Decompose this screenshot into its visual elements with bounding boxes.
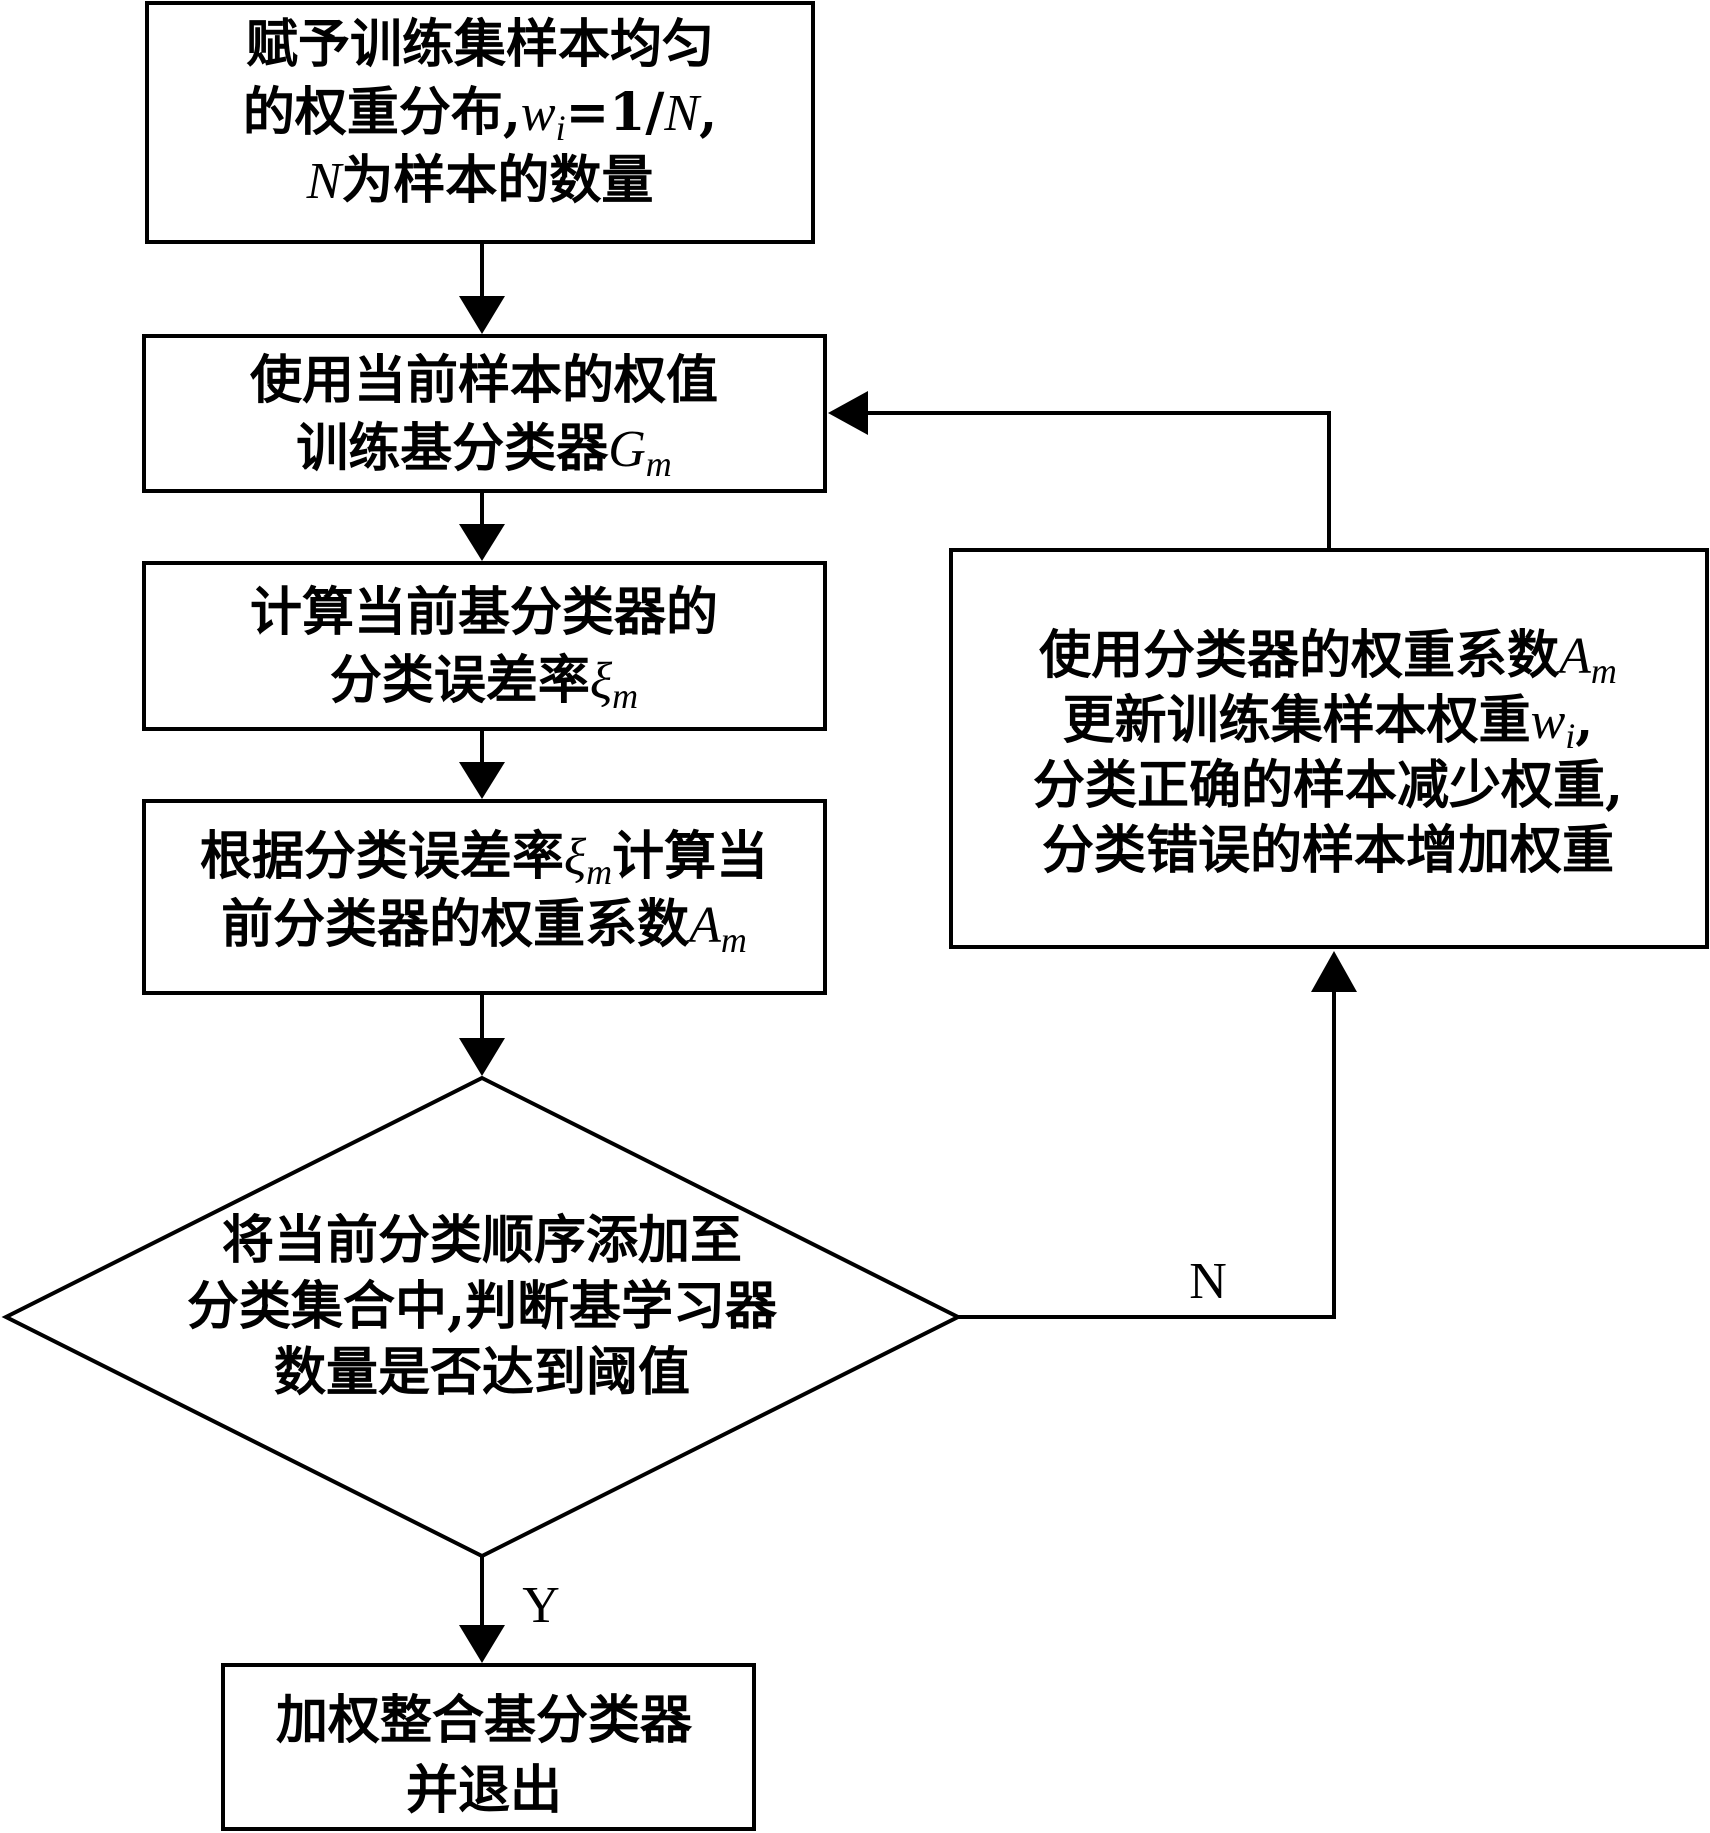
text-segment: 加权整合基分类器 <box>276 1690 693 1751</box>
arrowhead-down <box>459 296 505 334</box>
text-segment: 分类误差率 <box>330 650 590 711</box>
text-line: 并退出 <box>406 1760 562 1821</box>
italic-symbol: G <box>608 421 646 478</box>
train-text: 使用当前样本的权值训练基分类器Gm <box>249 350 718 484</box>
text-segment: 将当前分类顺序添加至 <box>222 1210 742 1271</box>
text-segment: 并退出 <box>406 1760 562 1821</box>
init-box <box>145 1 815 244</box>
text-line: 分类误差率ξm <box>330 650 638 716</box>
arrowhead-down <box>459 762 505 799</box>
weight-coef-text: 根据分类误差率ξm计算当前分类器的权重系数Am <box>200 826 768 960</box>
connectors <box>480 242 1336 1629</box>
text-line: 分类集合中,判断基学习器 <box>187 1276 778 1337</box>
text-segment: 根据分类误差率 <box>200 826 564 887</box>
italic-symbol: ξ <box>564 829 587 886</box>
text-line: 前分类器的权重系数Am <box>221 894 747 960</box>
arrowhead-down <box>459 1625 505 1663</box>
text-segment: 赋予训练集样本均匀 <box>246 14 714 75</box>
text-segment: 使用分类器的权重系数 <box>1038 625 1559 686</box>
final-box <box>221 1663 756 1831</box>
edge-label-no: N <box>1189 1253 1227 1310</box>
text-segment: 为样本的数量 <box>341 150 653 211</box>
error-rate-box <box>142 561 827 731</box>
text-line: 将当前分类顺序添加至 <box>222 1210 742 1271</box>
text-line: 分类正确的样本减少权重, <box>1033 755 1623 816</box>
text-segment: , <box>1575 690 1593 751</box>
error-rate-text: 计算当前基分类器的分类误差率ξm <box>250 582 718 716</box>
text-segment: 分类错误的样本增加权重 <box>1042 820 1614 881</box>
arrowhead-down <box>459 524 505 561</box>
italic-symbol: ξ <box>590 653 613 710</box>
text-segment: 训练基分类器 <box>296 418 609 479</box>
text-segment: 更新训练集样本权重 <box>1063 690 1531 751</box>
subscript-text: m <box>586 852 612 892</box>
text-segment: , <box>699 82 717 143</box>
init-text: 赋予训练集样本均匀的权重分布,wi=1/N,N为样本的数量 <box>243 14 717 211</box>
text-segment: 使用当前样本的权值 <box>249 350 718 411</box>
weight-coef-box <box>142 799 827 995</box>
arrowheads <box>459 296 1357 1663</box>
arrowhead-down <box>459 1038 505 1076</box>
text-segment: 前分类器的权重系数 <box>221 894 689 955</box>
arrowhead-up <box>1311 951 1357 992</box>
decision-text: 将当前分类顺序添加至分类集合中,判断基学习器数量是否达到阈值 <box>187 1210 778 1403</box>
text-segment: 数量是否达到阈值 <box>274 1342 690 1403</box>
text-line: 计算当前基分类器的 <box>250 582 718 643</box>
text-segment: 计算当 <box>612 826 768 887</box>
text-line: 使用当前样本的权值 <box>249 350 718 411</box>
text-line: 加权整合基分类器 <box>276 1690 693 1751</box>
text-line: 使用分类器的权重系数Am <box>1038 625 1617 691</box>
final-text: 加权整合基分类器并退出 <box>276 1690 693 1821</box>
text-segment: 分类集合中,判断基学习器 <box>187 1276 778 1337</box>
arrowhead-left <box>828 391 868 435</box>
text-line: 分类错误的样本增加权重 <box>1042 820 1614 881</box>
update-box <box>949 548 1709 949</box>
text-line: 根据分类误差率ξm计算当 <box>200 826 768 892</box>
italic-symbol: A <box>686 897 721 954</box>
subscript-text: i <box>1565 716 1575 756</box>
italic-symbol: w <box>521 85 556 142</box>
subscript-text: m <box>1591 651 1617 691</box>
italic-symbol: A <box>1556 628 1591 685</box>
italic-symbol: w <box>1531 693 1566 750</box>
subscript-text: m <box>612 676 638 716</box>
subscript-text: i <box>556 108 566 148</box>
text-segment: 计算当前基分类器的 <box>250 582 718 643</box>
text-line: 更新训练集样本权重wi, <box>1063 690 1594 756</box>
edge-update-train <box>864 411 1331 550</box>
edge-decision-update <box>958 988 1336 1319</box>
edge-label-yes: Y <box>522 1577 560 1634</box>
italic-symbol: N <box>306 153 345 210</box>
text-line: 数量是否达到阈值 <box>274 1342 690 1403</box>
text-line: N为样本的数量 <box>306 150 654 211</box>
text-segment: 的权重分布, <box>243 82 521 143</box>
italic-symbol: N <box>663 85 702 142</box>
text-segment: 分类正确的样本减少权重, <box>1033 755 1623 816</box>
subscript-text: m <box>646 444 672 484</box>
text-line: 训练基分类器Gm <box>296 418 672 484</box>
subscript-text: m <box>721 920 747 960</box>
text-line: 赋予训练集样本均匀 <box>246 14 714 75</box>
train-box <box>142 334 827 493</box>
text-segment: =1/ <box>566 82 665 143</box>
text-line: 的权重分布,wi=1/N, <box>243 82 717 148</box>
